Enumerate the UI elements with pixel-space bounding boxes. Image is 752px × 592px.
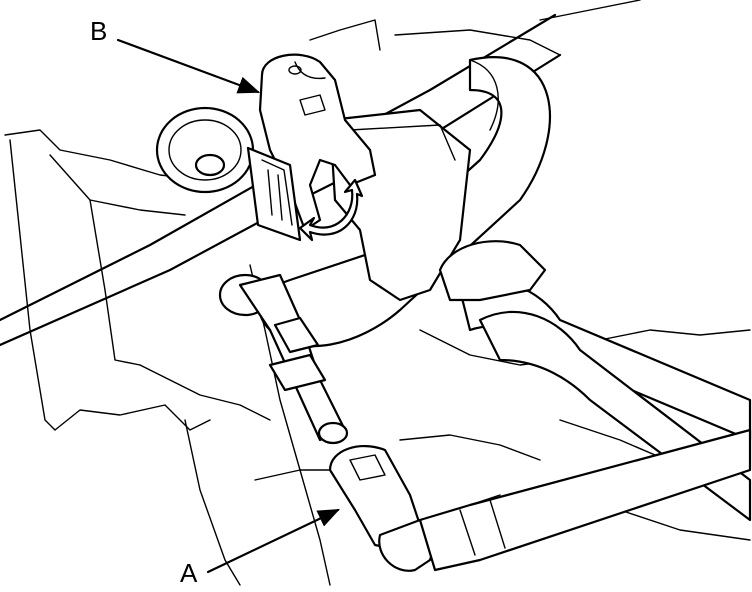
mounting-nut	[155, 106, 255, 194]
callout-b-leader	[116, 38, 261, 94]
clip-b	[246, 53, 377, 242]
callout-a-leader	[206, 508, 340, 574]
callout-b-label: B	[90, 16, 107, 46]
fuel-pipe	[218, 273, 349, 445]
connector-a	[328, 428, 752, 572]
rotation-arrow	[298, 178, 364, 242]
callout-a-label: A	[180, 558, 198, 588]
